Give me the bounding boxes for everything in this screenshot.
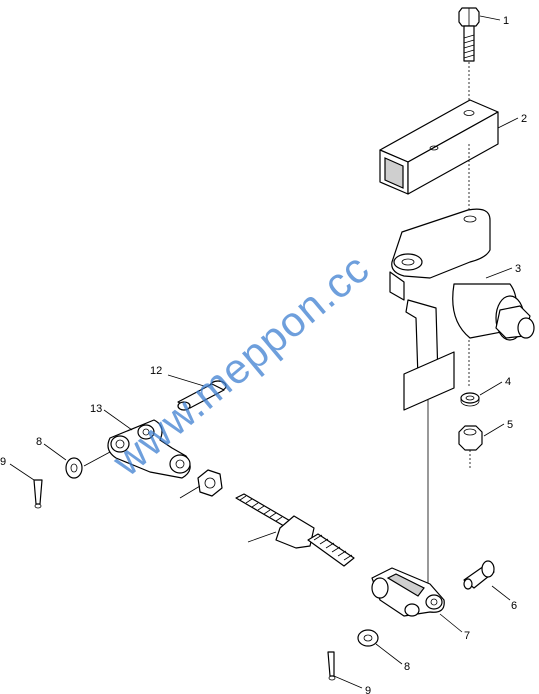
leader-lines [9,15,519,689]
part-8-washer-left [65,457,83,479]
callout-4: 4 [505,376,511,388]
callout-1: 1 [503,15,509,27]
part-9-cotter-pin-bottom [327,651,336,681]
callout-5: 5 [507,419,513,431]
part-3-lever-housing [389,208,535,411]
callout-3: 3 [515,263,521,275]
part-9-cotter-pin-left [33,479,43,509]
callout-7: 7 [464,630,470,642]
part-1-bolt [458,7,480,100]
rod-hex-nut [197,469,223,497]
callout-9-bottom: 9 [365,685,371,694]
part-8-washer-bottom [357,629,379,647]
callout-9-left: 9 [0,456,6,468]
part-12-clevis-pin [177,380,227,411]
watermark-text: www.meppon.cc [103,244,378,486]
part-7-clevis [371,567,445,617]
part-4-washer [460,392,480,407]
part-13-clevis [107,419,191,479]
callout-labels: 1 2 3 4 5 6 7 8 8 9 9 12 13 [0,15,527,694]
part-6-pin [463,560,495,590]
callout-8-left: 8 [36,436,42,448]
part-5-nut [458,425,483,470]
callout-2: 2 [521,113,527,125]
callout-12: 12 [150,365,162,377]
callout-6: 6 [511,600,517,612]
callout-8-bottom: 8 [404,661,410,673]
part-2-square-tube [379,99,499,215]
threaded-rod [235,493,355,567]
callout-13: 13 [90,403,102,415]
